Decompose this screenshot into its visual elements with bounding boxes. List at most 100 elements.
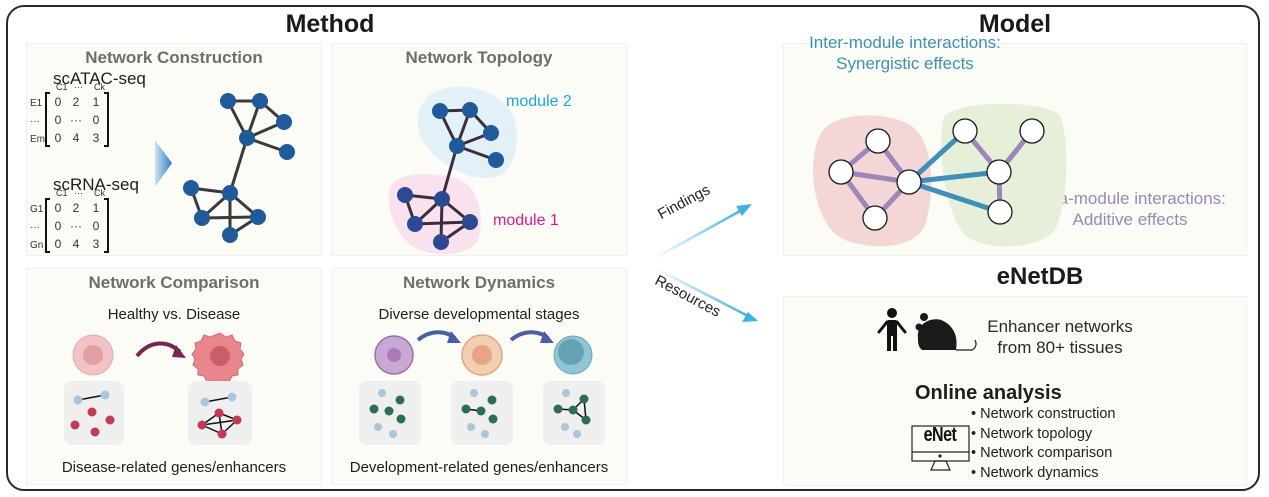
- comparison-subtitle: Healthy vs. Disease: [107, 306, 241, 323]
- healthy-nucleus: [83, 345, 103, 365]
- stage3-nucleus: [558, 339, 584, 365]
- right-bracket: [104, 92, 109, 147]
- panel-network-dynamics: Network Dynamics Diverse developmental s…: [331, 268, 627, 485]
- scatac-label: scATAC-seq: [53, 69, 146, 88]
- node: [197, 420, 207, 430]
- node: [389, 430, 397, 438]
- node: [222, 185, 238, 201]
- feature-item: • Network dynamics: [971, 464, 1099, 481]
- node: [432, 103, 448, 119]
- node: [579, 394, 589, 404]
- node: [227, 392, 237, 402]
- matrix-cell: 0: [55, 113, 62, 127]
- matrix-cell: 1: [93, 95, 100, 109]
- matrix-cell: 0: [93, 219, 100, 233]
- monitor-label: eNet: [923, 424, 957, 446]
- edge: [77, 394, 106, 401]
- model-node: [862, 205, 888, 231]
- node: [449, 138, 465, 154]
- resources-arrow: [654, 266, 749, 318]
- human-icon: [877, 308, 907, 351]
- left-module-region: [813, 115, 932, 247]
- node: [397, 187, 413, 203]
- node: [378, 389, 386, 397]
- node: [433, 234, 449, 250]
- arrow-head: [540, 331, 554, 343]
- findings-arrow: [654, 208, 743, 260]
- matrix-cell: 0: [93, 113, 100, 127]
- monitor-icon: [911, 425, 970, 471]
- matrix-row-label: ···: [30, 222, 40, 233]
- scrna-label: scRNA-seq: [53, 175, 139, 194]
- resources-arrow-head: [742, 312, 758, 322]
- node: [279, 144, 295, 160]
- panel-title: Network Dynamics: [402, 273, 556, 292]
- model-graph: [828, 118, 1045, 231]
- matrix-cell: 0: [55, 201, 62, 215]
- stage1-nucleus: [387, 348, 401, 362]
- model-node: [865, 128, 891, 154]
- arrow-head: [447, 331, 461, 343]
- matrix-cell: 2: [73, 95, 80, 109]
- matrix-column-header: Ck: [94, 188, 105, 198]
- model-node: [1019, 118, 1045, 144]
- node: [384, 406, 394, 416]
- inter-line-2: Synergistic effects: [836, 54, 974, 73]
- matrix-column-header: ···: [74, 82, 83, 92]
- feature-item: • Network comparison: [971, 445, 1113, 461]
- model-node: [896, 169, 922, 195]
- chevron-arrow-icon: [155, 140, 172, 187]
- matrix-row-label: Gn: [30, 240, 43, 251]
- enetdb-description: Enhancer networks from 80+ tissues: [975, 316, 1145, 358]
- right-bracket: [104, 198, 109, 253]
- edge: [201, 419, 238, 426]
- edge: [440, 144, 459, 201]
- node: [232, 415, 242, 425]
- node: [90, 427, 100, 437]
- node: [488, 152, 504, 168]
- matrix-cell: 1: [93, 201, 100, 215]
- intra-module-label: Intra-module interactions: Additive effe…: [1000, 188, 1260, 230]
- node: [73, 395, 83, 405]
- disease-nucleus: [210, 346, 230, 366]
- node: [467, 423, 475, 431]
- matrix-cell: 0: [55, 237, 62, 251]
- inter-line-1: Inter-module interactions:: [809, 33, 1001, 52]
- node: [250, 209, 266, 225]
- dynamics-subtitle: Diverse developmental stages: [378, 306, 580, 323]
- online-analysis-title: Online analysis: [915, 382, 1062, 404]
- figure-frame: [6, 5, 1260, 491]
- matrix-cell: 4: [73, 237, 80, 251]
- node: [239, 130, 255, 146]
- node: [70, 420, 80, 430]
- matrix-column-header: C1: [56, 82, 68, 92]
- desc-line-1: Enhancer networks: [987, 317, 1133, 336]
- node: [214, 408, 224, 418]
- matrix-cell: 0: [55, 131, 62, 145]
- arrow-head: [172, 345, 186, 358]
- feature-item: • Network topology: [971, 425, 1093, 442]
- node: [573, 430, 581, 438]
- node: [276, 114, 292, 130]
- mouse-icon: [915, 313, 977, 351]
- matrix-cell: 3: [93, 131, 100, 145]
- node: [374, 423, 382, 431]
- matrix-column-header: Ck: [94, 82, 105, 92]
- panel-title: Network Construction: [85, 48, 263, 67]
- node: [220, 93, 236, 109]
- left-bracket: [45, 198, 50, 253]
- node: [488, 414, 498, 424]
- node: [462, 214, 478, 230]
- node: [476, 406, 486, 416]
- model-node: [828, 159, 854, 185]
- matrix-cell: 0: [55, 219, 62, 233]
- comparison-caption: Disease-related genes/enhancers: [61, 459, 287, 476]
- node: [395, 395, 405, 405]
- dynamics-caption: Development-related genes/enhancers: [349, 459, 609, 476]
- node: [222, 227, 238, 243]
- matrix-cell: ···: [70, 113, 82, 127]
- node: [568, 405, 578, 415]
- intra-line-2: Additive effects: [1072, 210, 1188, 229]
- method-heading: Method: [285, 10, 375, 38]
